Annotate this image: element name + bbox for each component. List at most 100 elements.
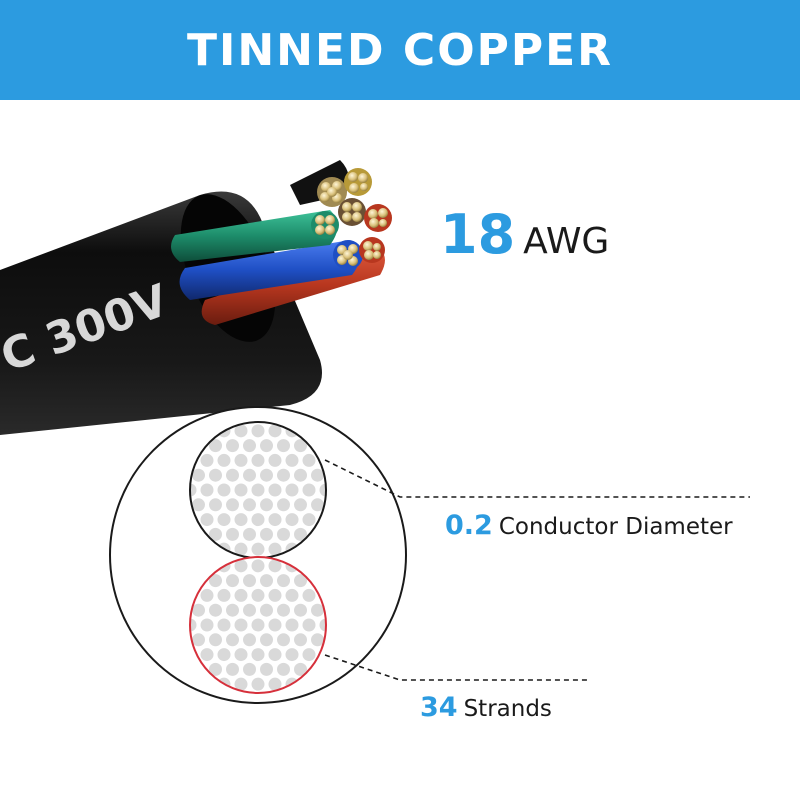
strand-dot xyxy=(200,618,214,632)
strand-dot xyxy=(294,662,307,676)
strand-dot xyxy=(190,618,197,632)
strand-dot xyxy=(234,513,248,527)
gauge-unit: AWG xyxy=(523,221,610,262)
strand-dot xyxy=(268,542,282,556)
spec-diameter: 0.2 Conductor Diameter xyxy=(445,510,733,541)
strand-dot xyxy=(260,633,273,647)
strand-dot xyxy=(251,618,265,632)
spec-strands-value: 34 xyxy=(420,692,458,723)
strand-dot xyxy=(217,588,231,602)
strand-dot xyxy=(243,527,256,541)
strand-dot xyxy=(260,527,273,541)
strand-dot xyxy=(234,453,248,467)
strand-dot xyxy=(243,633,256,647)
strand-dot xyxy=(190,483,197,497)
strand-dot xyxy=(243,468,256,482)
strand-dot xyxy=(268,483,282,497)
conductor-top xyxy=(189,421,327,559)
strand-dot xyxy=(226,527,239,541)
cable-jacket: C 300V xyxy=(0,191,322,435)
strand-dot xyxy=(260,468,273,482)
strand-dot xyxy=(217,513,231,527)
strand-dot xyxy=(319,483,326,497)
strand-dot xyxy=(277,603,290,617)
strand-dot xyxy=(217,453,231,467)
strand-dot xyxy=(260,662,273,676)
strand-dot xyxy=(243,439,256,453)
strand-dot xyxy=(226,498,239,512)
strand-dot xyxy=(234,618,248,632)
strand-dot xyxy=(294,498,307,512)
strand-dot xyxy=(268,453,282,467)
banner-title: TINNED COPPER xyxy=(186,24,614,76)
strand-dot xyxy=(311,498,324,512)
strand-dot xyxy=(302,618,316,632)
strand-dot xyxy=(285,588,299,602)
strand-dot xyxy=(294,468,307,482)
spec-strands: 34 Strands xyxy=(420,692,552,723)
strand-dot xyxy=(234,483,248,497)
strand-dot xyxy=(260,603,273,617)
strand-dot xyxy=(209,439,222,453)
strand-dot xyxy=(251,483,265,497)
strand-dot xyxy=(209,574,222,588)
strand-dot xyxy=(277,527,290,541)
strand-dot xyxy=(285,618,299,632)
strand-dot xyxy=(200,453,214,467)
strand-dot xyxy=(209,633,222,647)
strand-dot xyxy=(277,439,290,453)
gauge-label: 18 AWG xyxy=(440,203,609,266)
strand-dot xyxy=(311,633,324,647)
blue-wire xyxy=(179,240,360,300)
strand-dot xyxy=(200,588,214,602)
strand-dot xyxy=(192,633,205,647)
strand-dot xyxy=(302,648,316,662)
diameter-leader-line xyxy=(324,459,750,498)
strand-dot xyxy=(200,513,214,527)
green-wire xyxy=(171,210,338,262)
strand-dot xyxy=(234,424,248,438)
strand-dot xyxy=(226,468,239,482)
strand-dot xyxy=(302,483,316,497)
strand-dot xyxy=(268,677,282,691)
strand-dot xyxy=(234,559,248,573)
strand-dot xyxy=(268,424,282,438)
strand-dot xyxy=(243,498,256,512)
strand-dot xyxy=(251,559,265,573)
strand-dot xyxy=(268,559,282,573)
strand-dot xyxy=(217,618,231,632)
strand-dot xyxy=(209,498,222,512)
strand-dot xyxy=(192,603,205,617)
strand-dot xyxy=(234,677,248,691)
strand-dot xyxy=(251,588,265,602)
strand-dot xyxy=(251,542,265,556)
strand-dot xyxy=(251,453,265,467)
strand-dot xyxy=(226,439,239,453)
exposed-strands xyxy=(311,168,392,270)
strand-dot xyxy=(251,648,265,662)
strand-dot xyxy=(268,513,282,527)
strand-dot xyxy=(200,648,214,662)
strand-dot xyxy=(302,588,316,602)
strand-dot xyxy=(277,574,290,588)
strand-dot xyxy=(285,513,299,527)
strand-dot xyxy=(294,439,307,453)
strand-dot xyxy=(251,424,265,438)
strand-dot xyxy=(217,483,231,497)
strand-dot xyxy=(260,498,273,512)
strand-dot xyxy=(200,483,214,497)
strand-dot xyxy=(260,574,273,588)
strand-dot xyxy=(277,633,290,647)
strand-dot xyxy=(234,648,248,662)
strand-dot xyxy=(209,662,222,676)
strand-dot xyxy=(251,677,265,691)
strand-dot xyxy=(294,574,307,588)
strand-dot xyxy=(243,574,256,588)
strand-dot xyxy=(277,498,290,512)
strand-dot xyxy=(268,648,282,662)
conductor-bottom xyxy=(189,556,327,694)
strand-dot xyxy=(192,498,205,512)
strand-dot xyxy=(226,633,239,647)
strand-dot xyxy=(226,603,239,617)
